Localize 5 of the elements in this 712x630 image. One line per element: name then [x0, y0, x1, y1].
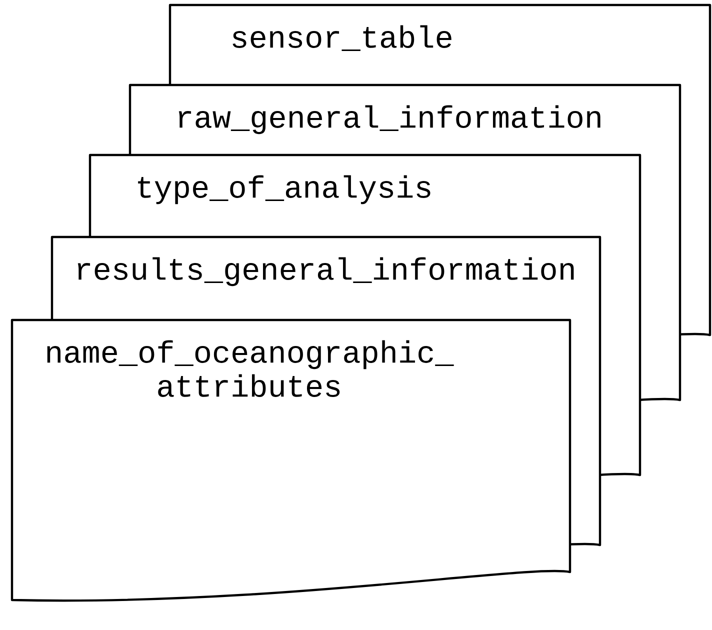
card-title: results_general_information — [78, 257, 574, 286]
card-title: type_of_analysis — [138, 175, 430, 204]
card-title: sensor_table — [232, 25, 452, 51]
card-title: raw_general_information — [178, 105, 600, 134]
card-title: name_of_oceanographic_ attributes — [47, 340, 454, 397]
